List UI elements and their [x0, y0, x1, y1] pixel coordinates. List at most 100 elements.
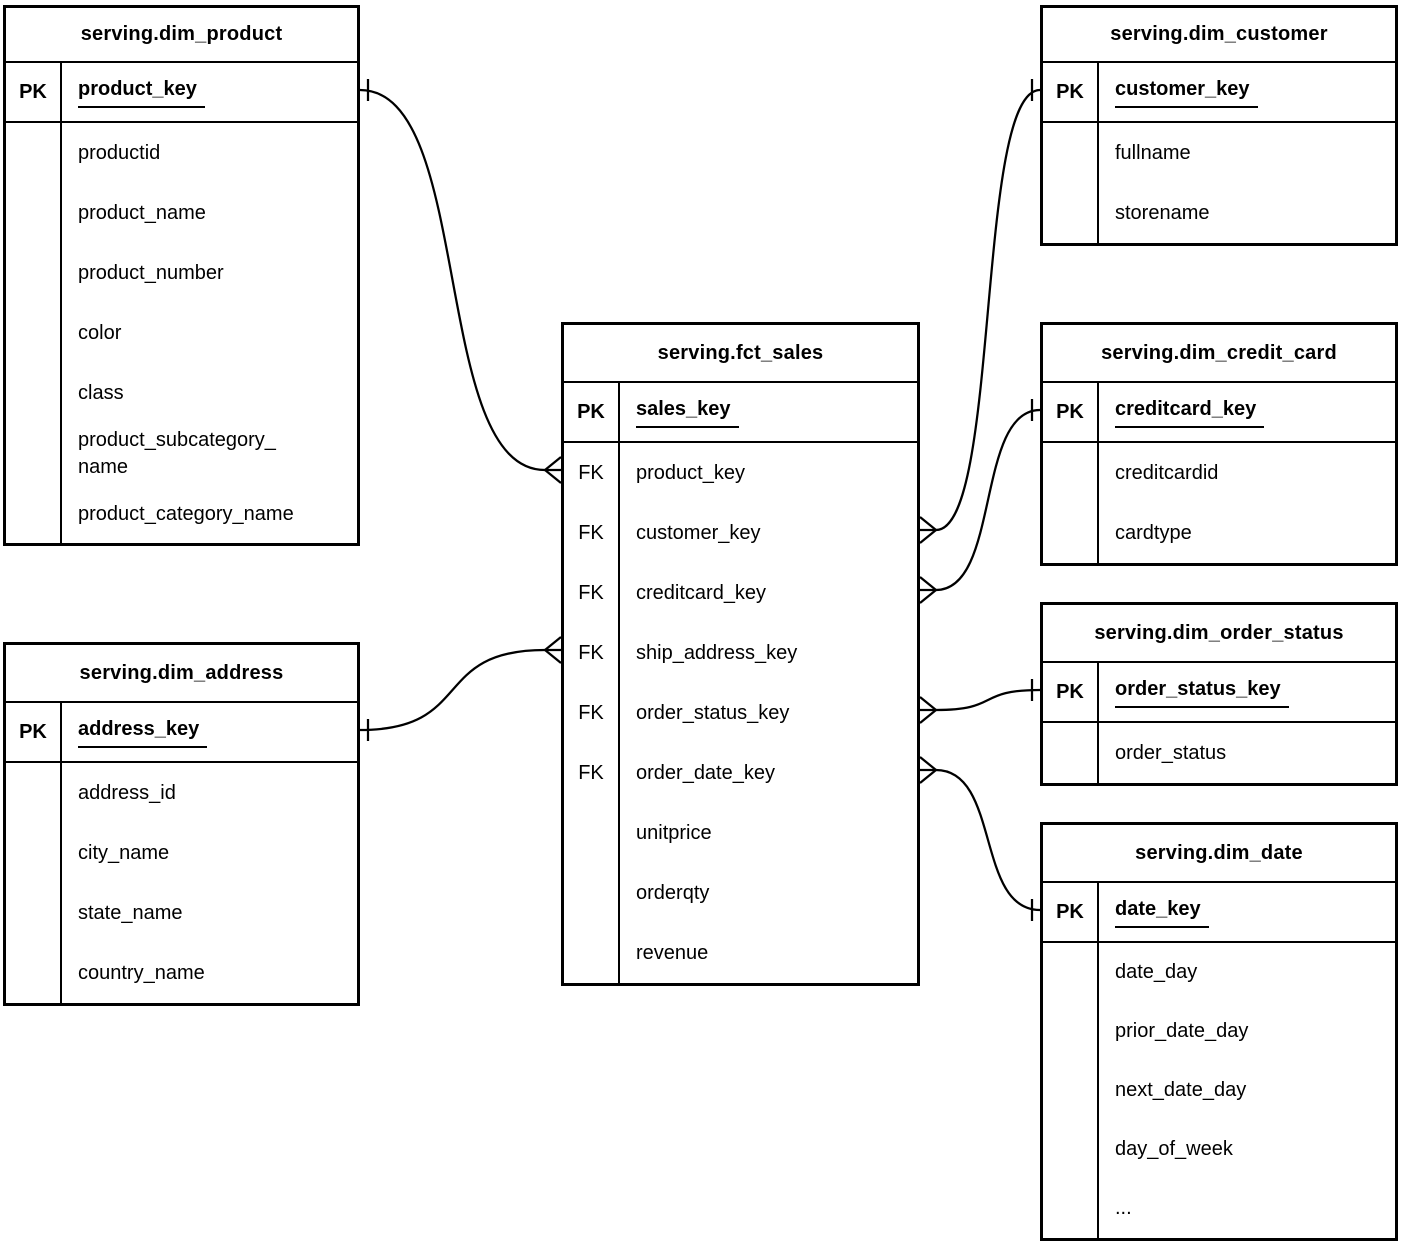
column-name: product_key: [636, 461, 745, 484]
key-badge: PK: [1043, 883, 1099, 941]
column-name: class: [78, 381, 124, 404]
column-row: product_number: [6, 243, 357, 303]
column-name: color: [78, 321, 122, 344]
column-row: date_day: [1043, 943, 1395, 1002]
key-badge: [1043, 1120, 1099, 1179]
key-badge: [1043, 1061, 1099, 1120]
column-row: address_id: [6, 763, 357, 823]
column-row: order_status: [1043, 723, 1395, 783]
table-title: serving.dim_credit_card: [1043, 325, 1395, 383]
column-row: class: [6, 363, 357, 423]
column-name: order_status_key: [636, 701, 790, 724]
column-name: address_key: [62, 703, 357, 761]
column-name: date_key: [1099, 883, 1395, 941]
column-name: order_status_key: [1099, 663, 1395, 721]
column-name: product_subcategory_name: [78, 429, 276, 478]
column-name: product_number: [78, 261, 224, 284]
key-badge: [1043, 1002, 1099, 1061]
key-badge: [6, 303, 62, 363]
relationship-product-key: [359, 79, 562, 484]
column-name: product_name: [78, 201, 206, 224]
column-name: next_date_day: [1115, 1079, 1247, 1101]
column-row: fullname: [1043, 123, 1395, 183]
column-row: revenue: [564, 923, 917, 983]
key-badge: [1043, 1179, 1099, 1238]
column-name: storename: [1115, 201, 1210, 224]
key-badge: [6, 823, 62, 883]
key-badge: [564, 803, 620, 863]
key-badge: [1043, 723, 1099, 783]
key-badge: FK: [564, 563, 620, 623]
table-title: serving.fct_sales: [564, 325, 917, 383]
column-row: prior_date_day: [1043, 1002, 1395, 1061]
column-name: country_name: [78, 961, 205, 984]
key-badge: [6, 883, 62, 943]
column-row: creditcardid: [1043, 443, 1395, 503]
key-badge: PK: [6, 703, 62, 761]
key-badge: [6, 763, 62, 823]
column-name: address_id: [78, 781, 176, 804]
column-name: prior_date_day: [1115, 1020, 1249, 1042]
column-row: state_name: [6, 883, 357, 943]
column-name: creditcard_key: [636, 581, 767, 604]
column-name: customer_key: [1099, 63, 1395, 121]
key-badge: PK: [1043, 63, 1099, 121]
column-name: product_category_name: [78, 502, 294, 525]
key-badge: PK: [6, 63, 62, 121]
foreign-key-row: FK creditcard_key: [564, 563, 917, 623]
key-badge: [6, 943, 62, 1003]
relationship-order-date-key: [919, 756, 1041, 921]
column-name: order_status: [1115, 741, 1227, 764]
table-title: serving.dim_customer: [1043, 8, 1395, 63]
column-name: state_name: [78, 901, 183, 924]
column-name: sales_key: [620, 383, 917, 441]
table-title: serving.dim_date: [1043, 825, 1395, 883]
column-name: day_of_week: [1115, 1138, 1233, 1160]
foreign-key-row: FK product_key: [564, 443, 917, 503]
column-row: orderqty: [564, 863, 917, 923]
column-row: cardtype: [1043, 503, 1395, 563]
key-badge: [564, 863, 620, 923]
column-row: productid: [6, 123, 357, 183]
column-row: color: [6, 303, 357, 363]
column-name: orderqty: [636, 881, 710, 904]
column-name: creditcard_key: [1099, 383, 1395, 441]
column-row: product_name: [6, 183, 357, 243]
key-badge: [6, 363, 62, 423]
key-badge: FK: [564, 443, 620, 503]
key-badge: [1043, 503, 1099, 563]
relationship-order-status-key: [919, 679, 1041, 724]
column-row: country_name: [6, 943, 357, 1003]
column-name: ...: [1115, 1197, 1132, 1219]
column-name: revenue: [636, 941, 709, 964]
column-row: next_date_day: [1043, 1061, 1395, 1120]
key-badge: FK: [564, 743, 620, 803]
key-badge: PK: [1043, 663, 1099, 721]
column-name: unitprice: [636, 821, 712, 844]
relationship-customer-key: [919, 79, 1041, 544]
key-badge: [6, 183, 62, 243]
key-badge: FK: [564, 503, 620, 563]
relationship-ship-address-key: [359, 636, 562, 741]
key-badge: [1043, 943, 1099, 1002]
key-badge: FK: [564, 623, 620, 683]
column-row: storename: [1043, 183, 1395, 243]
column-row: city_name: [6, 823, 357, 883]
table-title: serving.dim_order_status: [1043, 605, 1395, 663]
key-badge: [564, 923, 620, 983]
